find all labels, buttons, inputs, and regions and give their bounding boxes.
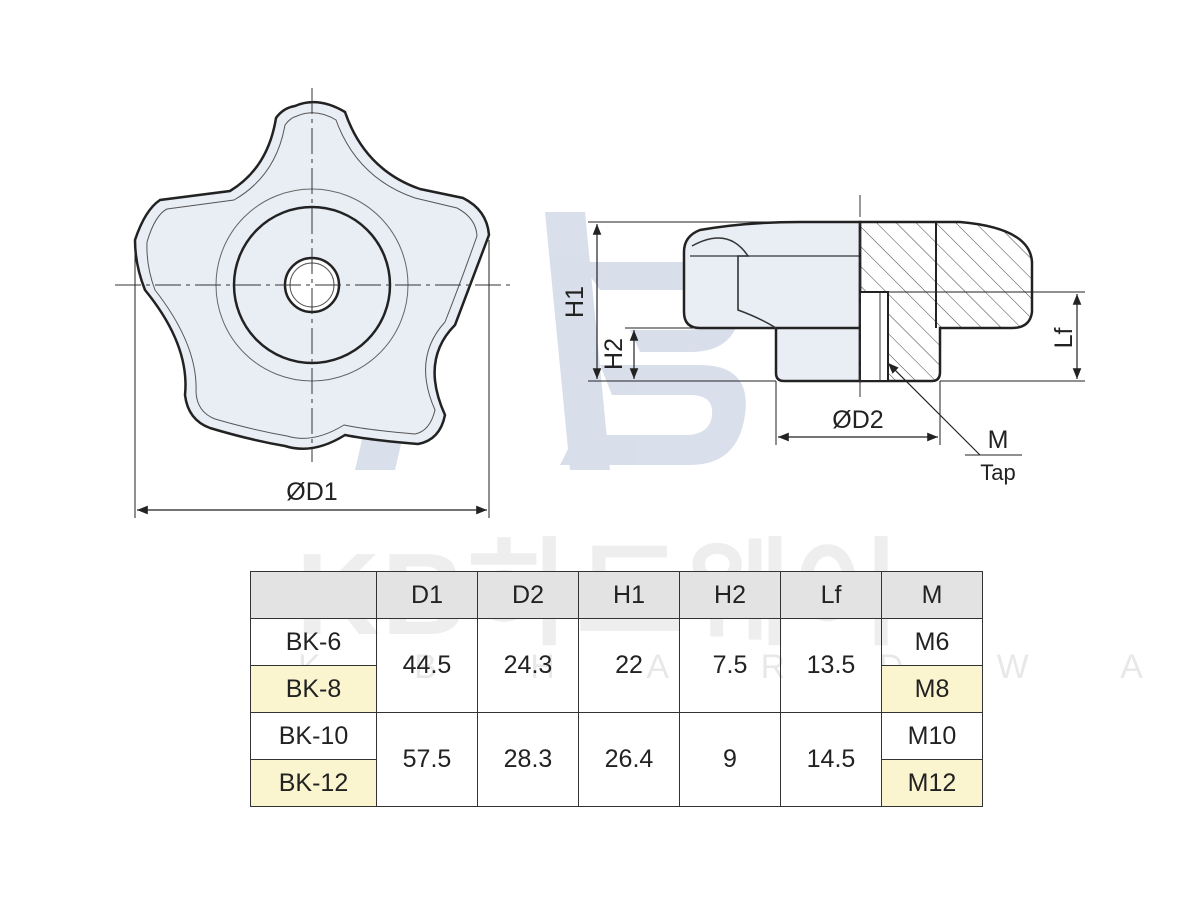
star-knob-top-view: [115, 88, 512, 462]
model-cell: BK-10: [250, 712, 377, 760]
label-tap: Tap: [980, 460, 1015, 485]
value-cell-h1: 26.4: [578, 712, 680, 807]
label-m: M: [988, 426, 1009, 454]
dimension-lf: Lf: [888, 291, 1085, 382]
dimension-d1: ØD1: [134, 240, 490, 518]
header-cell-m: M: [881, 571, 983, 619]
model-cell: BK-8: [250, 665, 377, 713]
dimension-h2: H2: [600, 327, 700, 379]
table-row: BK-10 57.5 28.3 26.4 9 14.5 M10: [250, 712, 983, 807]
tap-bore-section: [859, 291, 889, 382]
value-cell-lf: 13.5: [780, 618, 882, 713]
value-cell-h2: 7.5: [679, 618, 781, 713]
value-cell-h2: 9: [679, 712, 781, 807]
value-cell-lf: 14.5: [780, 712, 882, 807]
label-lf: Lf: [1050, 328, 1078, 349]
thread-cell: M6: [881, 618, 983, 666]
side-view-section: [858, 220, 1034, 383]
table-row: BK-12 M12: [250, 759, 983, 807]
value-cell-d2: 28.3: [477, 712, 579, 807]
header-cell-h2: H2: [679, 571, 781, 619]
label-h2: H2: [600, 338, 628, 370]
side-view-body: [682, 220, 862, 383]
thread-cell: M10: [881, 712, 983, 760]
dimension-h1: H1: [561, 221, 960, 382]
table-row: BK-8 M8: [250, 665, 983, 713]
dimension-d2: ØD2: [775, 381, 941, 445]
label-h1: H1: [561, 286, 589, 318]
table-header-row: D1 D2 H1 H2 Lf M: [250, 571, 983, 619]
label-d2: ØD2: [832, 406, 883, 434]
leader-m-tap: M Tap: [887, 362, 1022, 485]
header-cell-lf: Lf: [780, 571, 882, 619]
value-cell-d1: 57.5: [376, 712, 478, 807]
spec-table: D1 D2 H1 H2 Lf M BK-6 44.5 24.3 22 7.5 1…: [250, 571, 983, 807]
label-d1: ØD1: [286, 478, 337, 506]
technical-drawing: ØD1 H1 H2 Lf ØD2: [115, 88, 1085, 518]
model-cell: BK-6: [250, 618, 377, 666]
star-knob-inner-edge: [146, 112, 478, 439]
header-cell-model: [250, 571, 377, 619]
thread-cell: M8: [881, 665, 983, 713]
table-row: BK-6 44.5 24.3 22 7.5 13.5 M6: [250, 618, 983, 713]
knob-side-view: [682, 195, 1034, 400]
header-cell-d2: D2: [477, 571, 579, 619]
value-cell-d2: 24.3: [477, 618, 579, 713]
thread-cell: M12: [881, 759, 983, 807]
value-cell-d1: 44.5: [376, 618, 478, 713]
header-cell-d1: D1: [376, 571, 478, 619]
model-cell: BK-12: [250, 759, 377, 807]
header-cell-h1: H1: [578, 571, 680, 619]
value-cell-h1: 22: [578, 618, 680, 713]
